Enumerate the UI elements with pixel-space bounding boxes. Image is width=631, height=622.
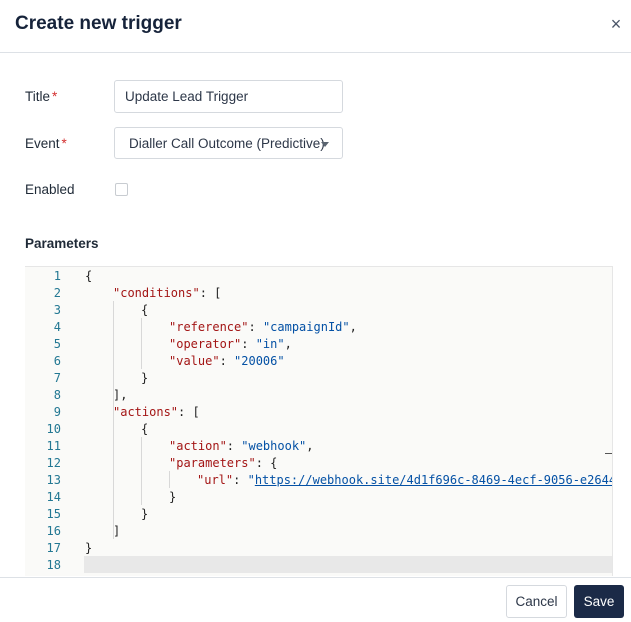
indent-guide: [169, 471, 170, 488]
indent-guide: [141, 437, 142, 505]
dialog-title: Create new trigger: [15, 13, 182, 34]
json-punct: }: [169, 490, 177, 504]
json-editor[interactable]: 1{ 2"conditions": [ 3{ 4"reference": "ca…: [25, 266, 612, 576]
json-key: "actions": [113, 405, 179, 419]
json-punct: {: [141, 303, 149, 317]
json-punct: ,: [284, 337, 292, 351]
save-button[interactable]: Save: [574, 585, 624, 618]
json-key: "reference": [169, 320, 249, 334]
line-number: 1: [53, 269, 61, 283]
json-url-link[interactable]: https://webhook.site/4d1f696c-8469-4ecf-…: [254, 473, 612, 487]
json-punct: :: [226, 439, 242, 453]
dialog-header: Create new trigger ×: [0, 0, 631, 53]
line-number: 6: [53, 354, 61, 368]
indent-guide: [113, 301, 114, 539]
enabled-checkbox[interactable]: [115, 183, 128, 196]
required-marker: *: [61, 136, 67, 151]
json-punct: ,: [349, 320, 357, 334]
line-number: 4: [53, 320, 61, 334]
line-number: 10: [46, 422, 61, 436]
overview-ruler-mark: [605, 453, 612, 454]
event-label: Event*: [25, 136, 67, 151]
line-number: 13: [46, 473, 61, 487]
json-punct: ]: [113, 524, 121, 538]
title-input[interactable]: [114, 80, 343, 113]
json-punct: }: [141, 507, 149, 521]
enabled-label: Enabled: [25, 182, 75, 197]
line-number: 8: [53, 388, 61, 402]
json-string: ": [247, 473, 255, 487]
line-number: 5: [53, 337, 61, 351]
line-number: 17: [46, 541, 61, 555]
json-key: "action": [169, 439, 227, 453]
json-key: "url": [197, 473, 234, 487]
json-key: "operator": [169, 337, 242, 351]
json-punct: }: [141, 371, 149, 385]
json-punct: :: [233, 473, 248, 487]
line-number: 18: [46, 558, 61, 572]
json-punct: ],: [113, 388, 128, 402]
line-number: 9: [53, 405, 61, 419]
parameters-label: Parameters: [25, 236, 99, 251]
title-label: Title*: [25, 89, 57, 104]
active-line-highlight: [84, 556, 612, 573]
editor-scrollbar[interactable]: [612, 266, 631, 576]
line-number: 3: [53, 303, 61, 317]
line-number: 11: [46, 439, 61, 453]
json-punct: : [: [199, 286, 222, 300]
json-punct: ,: [306, 439, 314, 453]
json-punct: :: [248, 320, 263, 334]
close-icon[interactable]: ×: [610, 14, 622, 34]
line-number: 12: [46, 456, 61, 470]
line-number: 2: [53, 286, 61, 300]
json-punct: {: [141, 422, 149, 436]
json-punct: }: [85, 541, 93, 555]
line-number: 16: [46, 524, 61, 538]
json-string: "in": [255, 337, 285, 351]
json-string: "campaignId": [262, 320, 350, 334]
json-key: "parameters": [169, 456, 256, 470]
event-select-value: Dialler Call Outcome (Predictive): [129, 136, 325, 151]
json-key: "conditions": [113, 286, 200, 300]
required-marker: *: [52, 89, 58, 104]
json-punct: {: [85, 269, 93, 283]
json-punct: : [: [178, 405, 200, 419]
line-number: 14: [46, 490, 61, 504]
cancel-button[interactable]: Cancel: [506, 585, 567, 618]
json-punct: :: [241, 337, 256, 351]
indent-guide: [141, 318, 142, 369]
line-number: 15: [46, 507, 61, 521]
caret-down-icon: [321, 142, 329, 147]
json-punct: :: [219, 354, 235, 368]
line-number: 7: [53, 371, 61, 385]
title-label-text: Title: [25, 89, 51, 104]
event-label-text: Event: [25, 136, 60, 151]
event-select[interactable]: Dialler Call Outcome (Predictive): [114, 127, 343, 159]
json-string: "20006": [234, 354, 285, 368]
json-punct: : {: [255, 456, 278, 470]
json-key: "value": [169, 354, 220, 368]
json-string: "webhook": [241, 439, 307, 453]
